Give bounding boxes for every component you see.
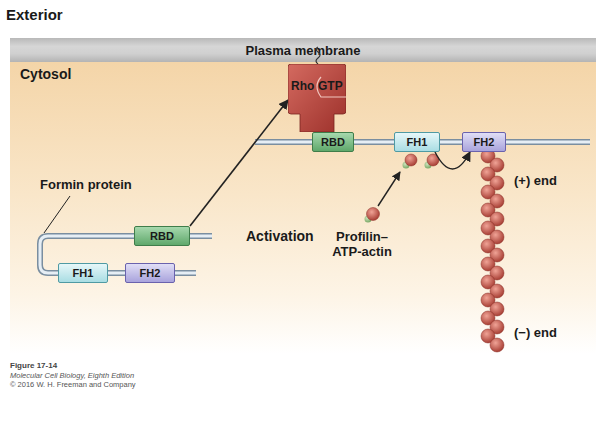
domain-label: RBD <box>321 136 345 148</box>
protein-chain <box>108 273 125 274</box>
chain-core <box>108 272 125 275</box>
actin-monomer <box>490 338 504 352</box>
copyright-line: © 2016 W. H. Freeman and Company <box>10 381 310 390</box>
rbd-domain: RBD <box>312 132 354 152</box>
rbd-domain: RBD <box>134 226 190 246</box>
chain-outline <box>440 139 462 145</box>
end-label: (+) end <box>514 174 584 189</box>
actin-filament <box>481 149 504 352</box>
edge-label: Activation <box>246 228 314 244</box>
domain-label: FH2 <box>140 267 161 279</box>
region-label: Exterior <box>6 6 126 23</box>
chain-outline <box>354 139 394 145</box>
rho-shape <box>288 64 346 132</box>
protein-chain <box>354 142 394 143</box>
domain-label: Rho <box>291 79 314 93</box>
fh2-domain: FH2 <box>125 263 175 283</box>
plasma-membrane: Plasma membrane <box>10 38 596 62</box>
figure-caption: Figure 17-14 <box>10 361 57 370</box>
callout-label: Profilin–ATP-actin <box>322 230 402 260</box>
actin-monomer <box>405 154 417 166</box>
callout-label: Formin protein <box>40 178 180 193</box>
chain-outline <box>108 270 125 276</box>
protein-chain <box>440 142 462 143</box>
fh1-domain: FH1 <box>58 263 108 283</box>
gtp-notch <box>317 77 346 97</box>
fh2-domain: FH2 <box>462 132 506 152</box>
domain-label: GTP <box>318 79 343 93</box>
rho-gtpase: Rho GTP <box>288 64 346 132</box>
region-label: Cytosol <box>20 66 71 82</box>
cytosol-region: CytosolRhoGTPRBDFH1FH2RBDFH1FH2 <box>10 62 596 354</box>
end-label: (−) end <box>514 326 584 341</box>
source-line: Molecular Cell Biology, Eighth Edition <box>10 372 310 381</box>
rho-outline <box>288 64 346 132</box>
actin-monomer <box>367 208 380 221</box>
membrane-label: Plasma membrane <box>246 43 361 58</box>
domain-label: FH2 <box>474 136 495 148</box>
domain-label: FH1 <box>407 136 428 148</box>
chain-core <box>354 141 394 144</box>
chain-core <box>440 141 462 144</box>
domain-label: FH1 <box>73 267 94 279</box>
domain-label: RBD <box>150 230 174 242</box>
fh1-domain: FH1 <box>394 132 440 152</box>
